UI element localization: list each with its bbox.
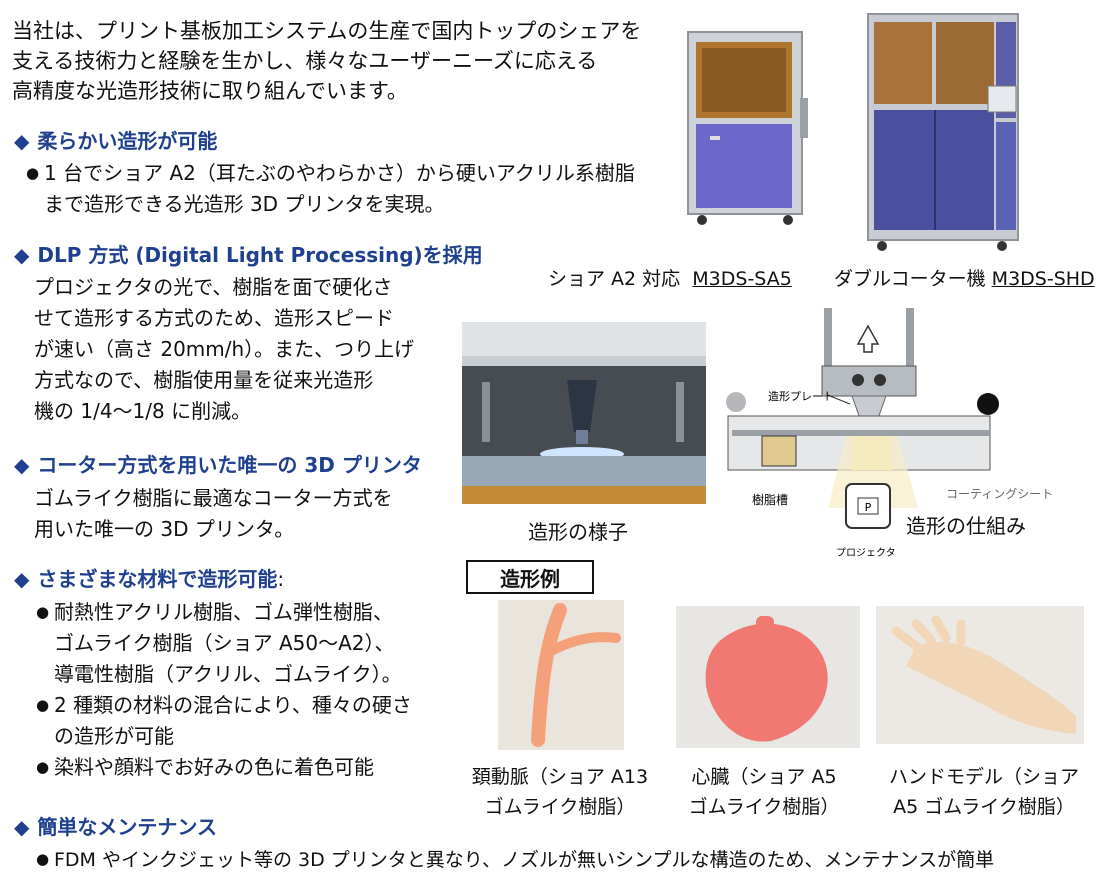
heart-photo xyxy=(676,606,860,748)
diamond-icon: ◆ xyxy=(14,453,30,477)
bullet-icon: ● xyxy=(36,603,50,621)
process-photo-caption: 造形の様子 xyxy=(528,520,628,544)
coater-body: ゴムライク樹脂に最適なコーター方式を 用いた唯一の 3D プリンタ。 xyxy=(34,486,393,541)
diamond-icon: ◆ xyxy=(14,129,30,153)
heading-soft: ◆ 柔らかい造形が可能 xyxy=(14,128,217,154)
projector-label: プロジェクタ xyxy=(836,547,896,559)
model-sa5: M3DS-SA5 xyxy=(692,268,792,290)
sheet-label: コーティングシート xyxy=(946,487,1053,501)
process-photo xyxy=(462,322,706,504)
maintenance-body: ●FDM やインクジェット等の 3D プリンタと異なり、ノズルが無いシンプルな構… xyxy=(36,844,994,876)
bullet-icon: ● xyxy=(36,758,50,776)
example-caption-carotid: 頚動脈（ショア A13 ゴムライク樹脂） xyxy=(471,766,649,818)
carotid-photo xyxy=(498,600,624,750)
machine-sa5-photo xyxy=(684,28,814,228)
diamond-icon: ◆ xyxy=(14,567,30,591)
heading-text: 簡単なメンテナンス xyxy=(37,815,217,839)
examples-label: 造形例 xyxy=(466,560,594,594)
machine-shd-caption: ダブルコーター機 M3DS-SHD xyxy=(834,268,1095,290)
intro-paragraph: 当社は、プリント基板加工システムの生産で国内トップのシェアを 支える技術力と経験… xyxy=(12,16,642,106)
intro-line: 支える技術力と経験を生かし、様々なユーザーニーズに応える xyxy=(12,49,598,73)
heading-maintenance: ◆ 簡単なメンテナンス xyxy=(14,814,217,840)
intro-line: 当社は、プリント基板加工システムの生産で国内トップのシェアを xyxy=(12,19,642,43)
model-shd: M3DS-SHD xyxy=(991,268,1095,290)
machine-sa5-caption: ショア A2 対応 M3DS-SA5 xyxy=(548,268,792,290)
heading-text: DLP 方式 (Digital Light Processing)を採用 xyxy=(37,243,483,267)
bullet-icon: ● xyxy=(26,164,40,182)
heading-text: コーター方式を用いた唯一の 3D プリンタ xyxy=(37,453,422,477)
tank-label: 樹脂槽 xyxy=(752,492,788,507)
diamond-icon: ◆ xyxy=(14,243,30,267)
process-diagram: P 造形プレート 樹脂槽 コーティングシート プロジェクタ xyxy=(722,308,1102,568)
plate-label: 造形プレート xyxy=(768,389,834,403)
diamond-icon: ◆ xyxy=(14,815,30,839)
heading-text: 柔らかい造形が可能 xyxy=(37,129,218,153)
heading-dlp: ◆ DLP 方式 (Digital Light Processing)を採用 xyxy=(14,242,483,268)
process-diagram-caption: 造形の仕組み xyxy=(906,514,1026,538)
bullet-icon: ● xyxy=(36,696,50,714)
up-arrow-icon xyxy=(856,324,880,353)
soft-body: ●1 台でショア A2（耳たぶのやわらかさ）から硬いアクリル系樹脂 まで造形でき… xyxy=(26,158,635,220)
bullet-icon: ● xyxy=(36,850,50,868)
intro-line: 高精度な光造形技術に取り組んでいます。 xyxy=(12,79,408,103)
dlp-body: プロジェクタの光で、樹脂を面で硬化さ せて造形する方式のため、造形スピード が速… xyxy=(34,275,415,423)
heading-coater: ◆ コーター方式を用いた唯一の 3D プリンタ xyxy=(14,452,422,478)
materials-body: ●耐熱性アクリル樹脂、ゴム弾性樹脂、 ゴムライク樹脂（ショア A50～A2）、 … xyxy=(36,597,412,783)
heading-text: さまざまな材料で造形可能 xyxy=(37,567,278,591)
hand-photo xyxy=(876,606,1084,744)
projector-letter: P xyxy=(865,501,872,514)
heading-materials: ◆さまざまな材料で造形可能: xyxy=(14,567,285,591)
example-caption-hand: ハンドモデル（ショア A5 ゴムライク樹脂） xyxy=(888,766,1079,818)
machine-shd-photo xyxy=(862,10,1028,254)
example-caption-heart: 心臓（ショア A5 ゴムライク樹脂） xyxy=(688,766,840,818)
